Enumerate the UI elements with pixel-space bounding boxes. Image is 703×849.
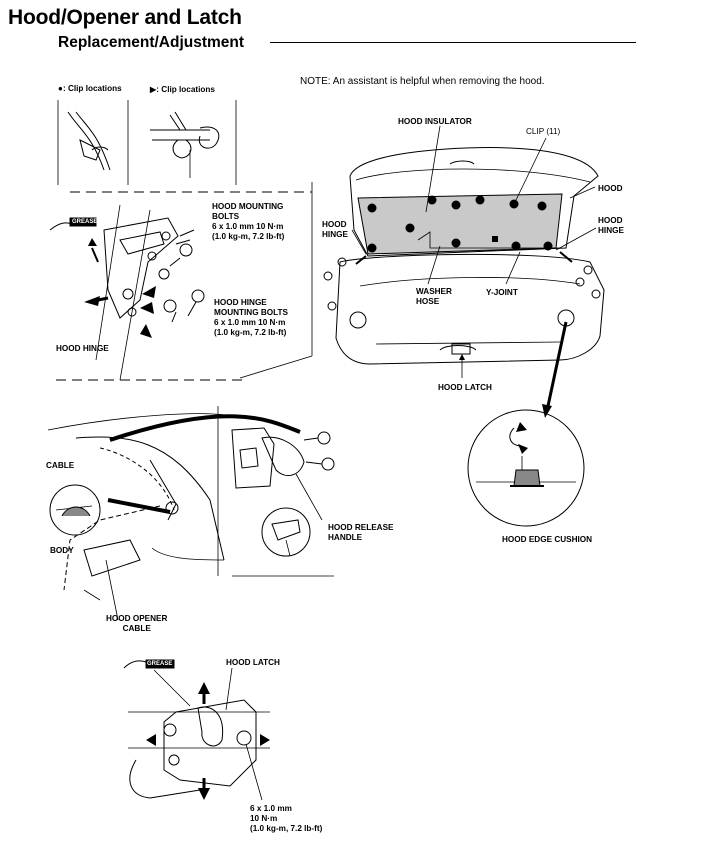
hood-hinge-mounting-bolts-label: HOOD HINGE MOUNTING BOLTS 6 x 1.0 mm 10 … (214, 298, 288, 338)
label-line: HINGE (322, 230, 348, 239)
body-label: BODY (50, 546, 74, 555)
label-line: HOOD (322, 220, 347, 229)
label-line: HOOD (598, 216, 623, 225)
clip-count-label: CLIP (11) (526, 127, 561, 136)
label-line: (1.0 kg-m, 7.2 lb-ft) (214, 328, 287, 337)
label-line: BOLTS (212, 212, 240, 221)
cable-view-art (47, 413, 301, 621)
label-line: HOSE (416, 297, 440, 306)
label-line: MOUNTING BOLTS (214, 308, 288, 317)
hood-release-handle-label: HOOD RELEASE HANDLE (328, 523, 394, 543)
release-handle-art (231, 427, 335, 557)
label-line: 6 x 1.0 mm (250, 804, 292, 813)
assistant-note: NOTE: An assistant is helpful when remov… (300, 76, 545, 87)
page-title: Hood/Opener and Latch (8, 6, 242, 29)
hood-hinge-label: HOOD HINGE (56, 344, 109, 353)
header-rule (270, 42, 636, 43)
label-line: 6 x 1.0 mm 10 N·m (214, 318, 286, 327)
hood-latch-label: HOOD LATCH (226, 658, 280, 667)
cable-label: CABLE (46, 461, 75, 470)
label-line: HANDLE (328, 533, 363, 542)
hood-opener-cable-label: HOOD OPENER CABLE (106, 614, 167, 634)
page-subtitle: Replacement/Adjustment (58, 34, 245, 51)
hood-hinge-left-label: HOOD HINGE (322, 220, 348, 240)
clip-detail-art (57, 100, 237, 185)
label-line: (1.0 kg-m, 7.2 lb-ft) (212, 232, 285, 241)
dot-symbol: ● (58, 84, 63, 93)
arrow-symbol: ▶ (150, 85, 157, 94)
hood-hinge-right-label: HOOD HINGE (598, 216, 624, 236)
hinge-detail-art (49, 182, 313, 381)
arrow-legend-text: : Clip locations (156, 85, 215, 94)
grease-tag-latch: GREASE (147, 661, 173, 667)
washer-hose-label: WASHER HOSE (416, 287, 452, 307)
legend-dot: ●: Clip locations (58, 84, 122, 93)
label-line: (1.0 kg-m, 7.2 lb-ft) (250, 824, 323, 833)
legend-arrow: ▶: Clip locations (150, 84, 215, 94)
hood-label: HOOD (598, 184, 623, 193)
latch-torque-label: 6 x 1.0 mm 10 N·m (1.0 kg-m, 7.2 lb-ft) (250, 804, 322, 834)
label-line: 10 N·m (250, 814, 278, 823)
latch-view-art (123, 659, 270, 801)
label-line: 6 x 1.0 mm 10 N·m (212, 222, 284, 231)
y-joint-label: Y-JOINT (486, 288, 518, 297)
main-hood-view-art (323, 125, 605, 527)
label-line: HOOD RELEASE (328, 523, 394, 532)
label-line: HOOD HINGE (214, 298, 267, 307)
label-line: HINGE (598, 226, 624, 235)
dot-legend-text: : Clip locations (62, 84, 122, 93)
hood-insulator-label: HOOD INSULATOR (398, 117, 472, 126)
hood-edge-cushion-label: HOOD EDGE CUSHION (502, 535, 593, 544)
label-line: HOOD MOUNTING (212, 202, 284, 211)
label-line: HOOD OPENER (106, 614, 168, 623)
hood-mounting-bolts-label: HOOD MOUNTING BOLTS 6 x 1.0 mm 10 N·m (1… (212, 202, 284, 242)
label-line: CABLE (122, 624, 151, 633)
label-line: WASHER (416, 287, 452, 296)
hood-latch-main-label: HOOD LATCH (438, 383, 492, 392)
grease-tag-hinge: GREASE (72, 219, 98, 225)
